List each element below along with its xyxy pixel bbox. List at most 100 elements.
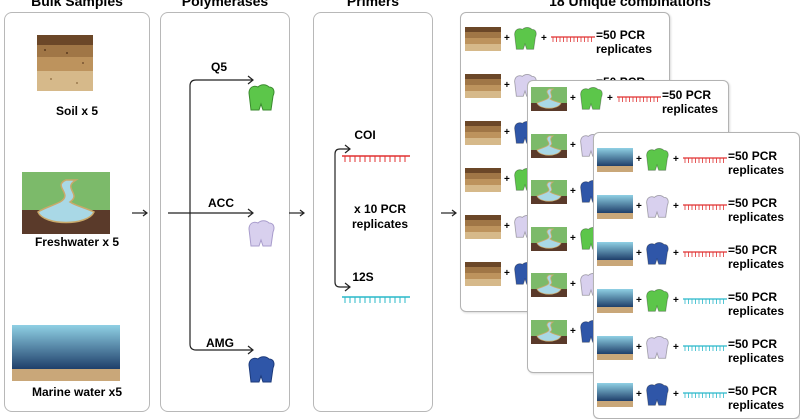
result-text: replicates [728, 398, 785, 412]
bulk-samples-title: Bulk Samples [31, 0, 123, 9]
plus-sign: + [504, 268, 510, 279]
combinations-title: 18 Unique combinations [549, 0, 711, 9]
freshwater-icon [531, 180, 567, 204]
polymerase-acc-label: ACC [208, 196, 234, 210]
plus-sign: + [504, 80, 510, 91]
polymerase-acc-icon [646, 194, 669, 218]
polymerase-amg-label: AMG [206, 336, 234, 350]
polymerase-acc-icon [248, 220, 275, 247]
plus-sign: + [636, 295, 642, 306]
result-text: replicates [728, 210, 785, 224]
primer-coi-icon [342, 155, 410, 162]
marine-water-icon [597, 383, 633, 407]
polymerases-title: Polymerases [181, 0, 269, 9]
plus-sign: + [673, 248, 679, 259]
primer-branch-arrows [334, 144, 351, 292]
arrow-polymerases-to-primers [289, 209, 305, 217]
marine-water-icon [597, 148, 633, 172]
freshwater-icon [531, 319, 567, 344]
primer-12s-icon [683, 392, 727, 398]
polymerase-amg-icon [646, 382, 669, 406]
polymerase-q5-icon [514, 26, 537, 50]
result-text: =50 PCR [728, 384, 778, 398]
plus-sign: + [570, 232, 576, 244]
plus-sign: + [636, 342, 642, 353]
result-text: =50 PCR [728, 290, 778, 304]
polymerase-q5-label: Q5 [210, 60, 227, 74]
marine-water-icon [12, 325, 120, 381]
freshwater-icon [531, 133, 567, 158]
freshwater-icon [531, 87, 567, 111]
soil-icon [465, 74, 501, 98]
plus-sign: + [570, 279, 576, 290]
freshwater-icon [22, 172, 110, 234]
plus-sign: + [607, 93, 613, 104]
soil-icon [465, 215, 501, 239]
marine-water-icon [597, 336, 633, 360]
arrow-primers-to-combinations [441, 209, 457, 217]
plus-sign: + [570, 93, 576, 104]
result-text: replicates [662, 102, 719, 116]
plus-sign: + [570, 139, 576, 151]
plus-sign: + [504, 174, 510, 185]
result-text: replicates [728, 163, 785, 177]
arrow-samples-to-polymerases [132, 209, 148, 217]
soil-icon [465, 27, 501, 51]
plus-sign: + [504, 127, 510, 138]
result-text: replicates [728, 304, 785, 318]
result-text: =50 PCR [662, 88, 712, 102]
primer-12s-icon [342, 296, 410, 303]
plus-sign: + [673, 154, 679, 165]
polymerases-panel [160, 12, 290, 412]
soil-icon [465, 262, 501, 286]
marine-water-icon [597, 195, 633, 219]
result-text: =50 PCR [728, 243, 778, 257]
marine-water-icon [597, 242, 633, 266]
plus-sign: + [673, 389, 679, 400]
plus-sign: + [673, 295, 679, 306]
primer-coi-label: COI [354, 128, 376, 142]
plus-sign: + [636, 154, 642, 165]
result-text: =50 PCR [728, 337, 778, 351]
freshwater-icon [531, 226, 567, 251]
polymerase-branch-arrows [168, 75, 254, 355]
polymerase-q5-icon [646, 147, 669, 171]
polymerase-q5-icon [646, 288, 669, 312]
soil-icon [465, 121, 501, 145]
plus-sign: + [504, 221, 510, 232]
primer-coi-icon [617, 96, 661, 102]
plus-sign: + [541, 33, 547, 44]
primer-12s-label: 12S [352, 270, 374, 284]
result-text: replicates [728, 351, 785, 365]
primer-coi-icon [683, 251, 727, 257]
primers-panel [313, 12, 433, 412]
primer-12s-icon [683, 298, 727, 304]
result-text: =50 PCR [728, 196, 778, 210]
plus-sign: + [636, 248, 642, 259]
polymerase-q5-icon [248, 84, 275, 111]
plus-sign: + [504, 33, 510, 44]
plus-sign: + [673, 201, 679, 212]
result-text: =50 PCR [728, 149, 778, 163]
plus-sign: + [570, 325, 576, 337]
marine-water-icon [597, 289, 633, 313]
plus-sign: + [636, 201, 642, 212]
marine-water-label: Marine water x5 [31, 385, 123, 399]
polymerase-amg-icon [646, 241, 669, 265]
soil-icon [465, 168, 501, 192]
primer-coi-icon [683, 157, 727, 163]
freshwater-icon [531, 273, 567, 297]
freshwater-label: Freshwater x 5 [34, 235, 120, 249]
result-text: replicates [728, 257, 785, 271]
primer-coi-icon [683, 204, 727, 210]
primers-title: Primers [346, 0, 400, 9]
primer-12s-icon [683, 345, 727, 351]
plus-sign: + [636, 389, 642, 400]
polymerase-acc-icon [646, 335, 669, 359]
polymerase-q5-icon [580, 86, 603, 110]
plus-sign: + [673, 342, 679, 353]
soil-icon [37, 35, 93, 91]
primer-coi-icon [551, 36, 595, 42]
soil-label: Soil x 5 [55, 104, 99, 118]
result-text: =50 PCR [596, 28, 646, 42]
